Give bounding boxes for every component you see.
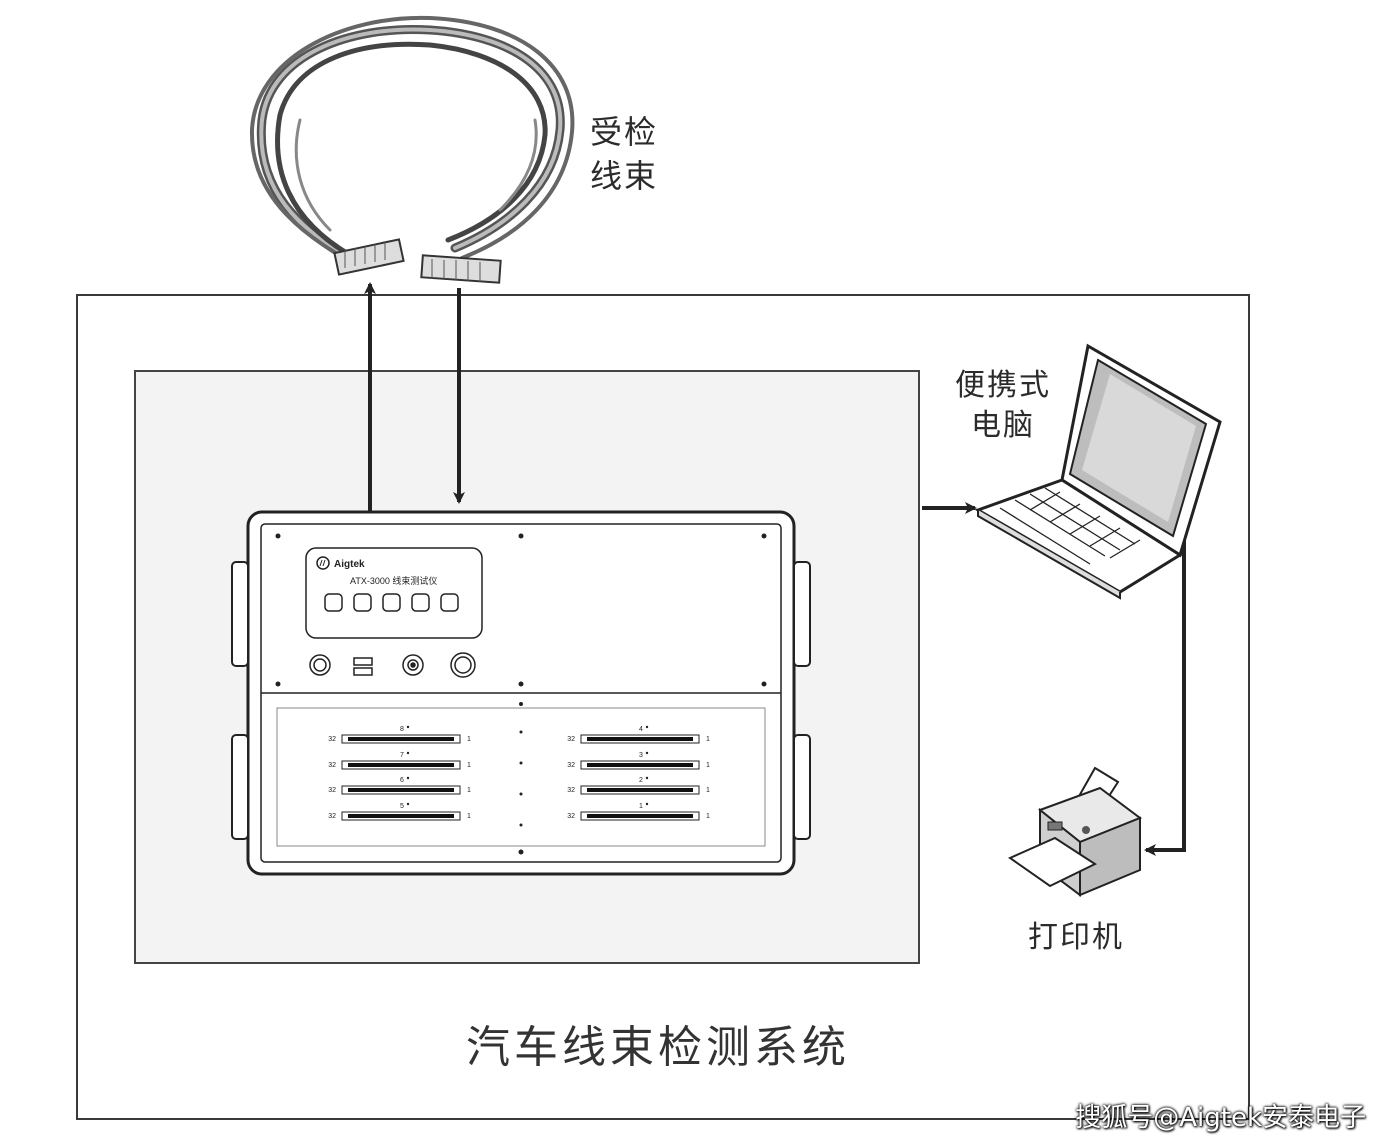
connector-marker	[406, 725, 410, 729]
connector-slot	[348, 763, 454, 767]
device-keypad	[324, 593, 459, 612]
device-model: ATX-3000 线束测试仪	[350, 575, 437, 586]
connector-pin-right: 1	[706, 813, 710, 820]
connector-slot	[348, 814, 454, 818]
connector-number: 3	[639, 752, 643, 759]
connector-marker	[645, 776, 649, 780]
connector-1: 32 1 1	[567, 802, 710, 821]
connector-pin-left: 32	[567, 762, 575, 769]
connector-number: 6	[400, 777, 404, 784]
printer-label: 打印机	[1028, 920, 1124, 955]
connector-pin-right: 1	[467, 736, 471, 743]
connector-pin-left: 32	[567, 813, 575, 820]
connector-number: 8	[400, 726, 404, 733]
connector-slot	[348, 737, 454, 741]
connector-marker	[406, 751, 410, 755]
connector-2: 32 1 2	[567, 776, 710, 795]
printer-icon	[1007, 766, 1143, 897]
connector-number: 1	[639, 803, 643, 810]
connector-pin-left: 32	[328, 813, 336, 820]
connector-marker	[406, 802, 410, 806]
harness-label: 受检 线束	[590, 110, 680, 198]
laptop-icon	[974, 343, 1222, 600]
connector-7: 32 1 7	[328, 751, 471, 770]
harness-connector-icon	[333, 238, 502, 284]
connector-pin-left: 32	[328, 787, 336, 794]
system-title: 汽车线束检测系统	[466, 1022, 850, 1073]
connector-pin-right: 1	[706, 736, 710, 743]
watermark: 搜狐号@Aigtek安泰电子	[1075, 1103, 1366, 1133]
brand-logo-icon	[316, 556, 330, 570]
connector-slot	[587, 814, 693, 818]
print-arrow-to-printer	[1144, 540, 1186, 856]
connector-pin-left: 32	[328, 736, 336, 743]
connector-pin-left: 32	[567, 787, 575, 794]
connector-slot	[587, 763, 693, 767]
connector-marker	[645, 725, 649, 729]
connector-pin-left: 32	[567, 736, 575, 743]
connector-marker	[645, 802, 649, 806]
connector-6: 32 1 6	[328, 776, 471, 795]
harness-label-line2: 线束	[590, 157, 659, 195]
brand-logo-mark	[319, 559, 326, 567]
device-display	[305, 547, 483, 639]
connector-number: 4	[639, 726, 643, 733]
harness-tester-device	[231, 510, 811, 876]
connector-number: 7	[400, 752, 404, 759]
device-brand: Aigtek	[334, 559, 365, 570]
device-jacks	[309, 652, 476, 678]
laptop-label: 便携式 电脑	[948, 366, 1058, 446]
connector-3: 32 1 3	[567, 751, 710, 770]
connector-slot	[348, 788, 454, 792]
wire-harness-icon	[249, 15, 575, 270]
connector-5: 32 1 5	[328, 802, 471, 821]
connector-number: 2	[639, 777, 643, 784]
connector-4: 32 1 4	[567, 725, 710, 744]
connector-array: 32 1 8 32 1 7 32 1 6 32 1 5 32 1 4 32 1 3 32 1 2 32 1 1	[328, 725, 710, 821]
connector-pin-right: 1	[467, 787, 471, 794]
laptop-label-line1: 便携式	[955, 368, 1051, 403]
connector-marker	[406, 776, 410, 780]
connector-8: 32 1 8	[328, 725, 471, 744]
connector-pin-right: 1	[706, 787, 710, 794]
system-boundary	[76, 294, 1250, 1120]
connector-number: 5	[400, 803, 404, 810]
connector-slot	[587, 737, 693, 741]
connector-pin-right: 1	[706, 762, 710, 769]
connector-pin-right: 1	[467, 762, 471, 769]
laptop-label-line2: 电脑	[971, 408, 1035, 443]
harness-label-line1: 受检	[590, 113, 659, 151]
connector-marker	[645, 751, 649, 755]
connector-slot	[587, 788, 693, 792]
connector-pin-right: 1	[467, 813, 471, 820]
connector-pin-left: 32	[328, 762, 336, 769]
